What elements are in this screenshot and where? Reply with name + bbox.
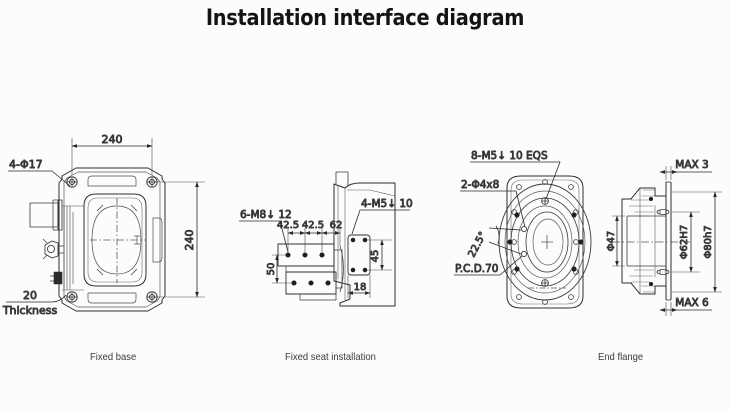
dim-42-5-b: 42.5 [302, 220, 324, 231]
m5-hole-plate [347, 234, 371, 276]
thickness-label: Thickness [2, 304, 58, 317]
dim-45: 45 [370, 250, 381, 263]
thickness-value: 20 [23, 289, 37, 302]
dim-phi62h7: Φ62H7 [672, 211, 700, 273]
dim-max6: MAX 6 [659, 297, 712, 316]
callout-angle-22-5: 22.5° [466, 225, 522, 260]
callout-angle-text: 22.5° [467, 230, 490, 259]
callout-2-phi4x8-text: 2-Φ4x8 [461, 179, 499, 191]
callout-6-m8: 6-M8↓ 12 [239, 209, 292, 253]
dim-18: 18 [354, 282, 367, 293]
dim-seat-18: 18 [347, 275, 371, 298]
locating-pin-holes [521, 225, 528, 257]
dim-phi80h7-text: Φ80h7 [703, 225, 714, 258]
callout-2-phi4x8: 2-Φ4x8 [460, 179, 526, 228]
caption-fixed-seat: Fixed seat installation [285, 351, 376, 363]
callout-4-m5-text: 4-M5↓ 10 [361, 198, 413, 210]
dim-max3: MAX 3 [659, 159, 712, 180]
dim-phi62h7-text: Φ62H7 [679, 225, 690, 259]
view-end-flange-front: 8-M5↓ 10 EQS 2-Φ4x8 22.5° P.C.D.70 [454, 150, 592, 309]
pcd-tapped-holes [507, 197, 584, 287]
dim-max6-text: MAX 6 [675, 297, 709, 309]
dim-50: 50 [266, 263, 277, 276]
dim-base-width: 240 [71, 133, 153, 175]
side-connector-detail [29, 199, 84, 291]
callout-pcd: P.C.D.70 [454, 255, 523, 275]
caption-end-flange: End flange [598, 351, 644, 363]
dim-phi47-text: Φ47 [606, 231, 617, 252]
callout-4-phi17-text: 4-Φ17 [9, 158, 43, 171]
view-fixed-seat: 42.5 42.5 62 50 45 18 6-M8↓ 12 [239, 171, 413, 307]
page-title: Installation interface diagram [205, 6, 525, 31]
dim-240-horizontal: 240 [102, 133, 123, 146]
dim-max3-text: MAX 3 [675, 159, 708, 171]
callout-4-phi17: 4-Φ17 [8, 158, 71, 187]
callout-pcd-text: P.C.D.70 [455, 263, 499, 275]
view-fixed-base: 240 240 4-Φ17 20 Thickness [1, 133, 205, 317]
dim-base-height: 240 [154, 181, 205, 298]
dim-seat-pitches: 42.5 42.5 62 [276, 220, 343, 252]
dim-42-5-a: 42.5 [277, 220, 299, 231]
section-hatch [629, 189, 655, 293]
dim-62: 62 [330, 220, 343, 231]
dim-phi80h7: Φ80h7 [672, 191, 722, 293]
caption-fixed-base: Fixed base [90, 351, 137, 363]
callout-thickness: 20 Thickness [1, 289, 67, 317]
view-end-flange-side: Φ47 Φ62H7 Φ80h7 MAX 3 MAX 6 [606, 159, 722, 316]
tapped-holes-m8 [285, 252, 331, 286]
center-lines [90, 198, 145, 283]
callout-4-m5: 4-M5↓ 10 [351, 198, 413, 235]
callout-8-m5-eqs: 8-M5↓ 10 EQS [470, 150, 561, 200]
dim-phi47: Φ47 [606, 215, 625, 267]
corner-mount-holes [66, 176, 158, 303]
dim-240-vertical: 240 [183, 230, 196, 251]
dim-seat-45: 45 [367, 239, 392, 271]
dim-seat-50: 50 [266, 254, 292, 284]
callout-6-m8-text: 6-M8↓ 12 [240, 209, 292, 221]
callout-8-m5-eqs-text: 8-M5↓ 10 EQS [471, 150, 548, 162]
plate-pin-features [648, 196, 670, 287]
